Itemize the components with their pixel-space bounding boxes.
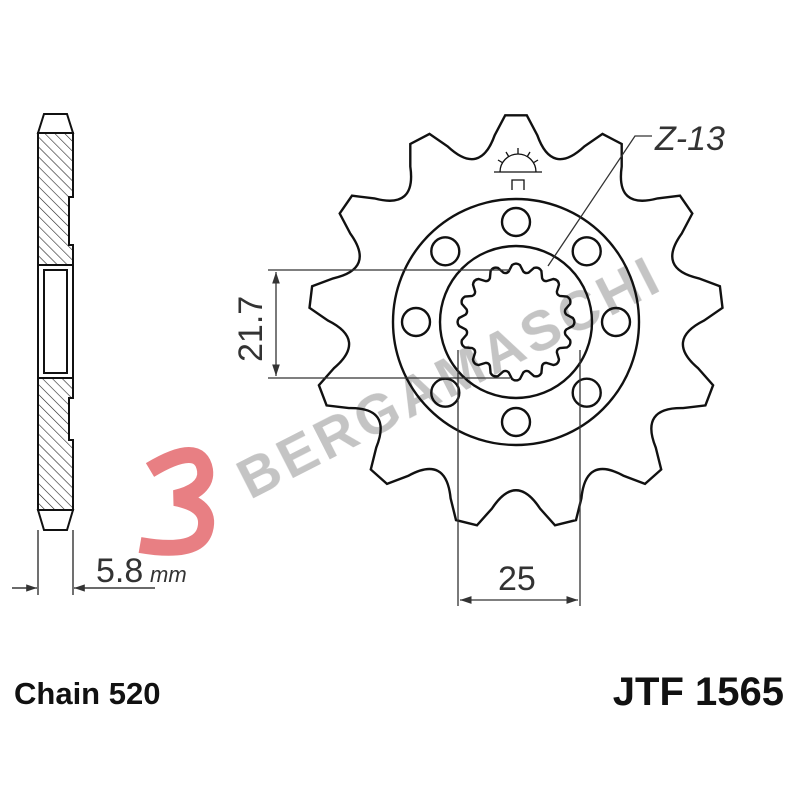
spline-dimension: [268, 269, 510, 379]
sprocket-front: [308, 114, 724, 527]
bolt-hole: [430, 377, 461, 408]
watermark-text: BERGAMASCHI: [227, 242, 672, 510]
bolt-hole: [500, 406, 532, 438]
spline-outline: [456, 262, 576, 382]
bolt-span-dimension: [457, 350, 581, 606]
bolt-hole: [571, 236, 602, 267]
side-profile: [12, 113, 155, 595]
bolt-hole: [500, 206, 532, 238]
bolt-hole: [400, 306, 432, 338]
manufacturer-stamp: [494, 148, 542, 190]
thickness-value: 5.8: [96, 552, 143, 590]
hub-circle: [438, 244, 594, 400]
chain-label: Chain 520: [14, 676, 161, 711]
thickness-unit: mm: [150, 562, 187, 587]
bolt-circle-outer: [391, 197, 641, 447]
bolt-span-value: 25: [498, 560, 536, 598]
bolt-hole: [571, 377, 602, 408]
teeth-count-label: Z-13: [654, 120, 725, 158]
teeth-leader-line: [547, 135, 652, 267]
sprocket-teeth-outline: [308, 114, 724, 527]
bolt-hole: [600, 306, 632, 338]
bolt-hole: [430, 236, 461, 267]
spline-diameter-value: 21.7: [232, 296, 270, 362]
part-code: JTF 1565: [612, 670, 784, 714]
watermark-logo: BERGAMASCHI: [138, 242, 672, 556]
